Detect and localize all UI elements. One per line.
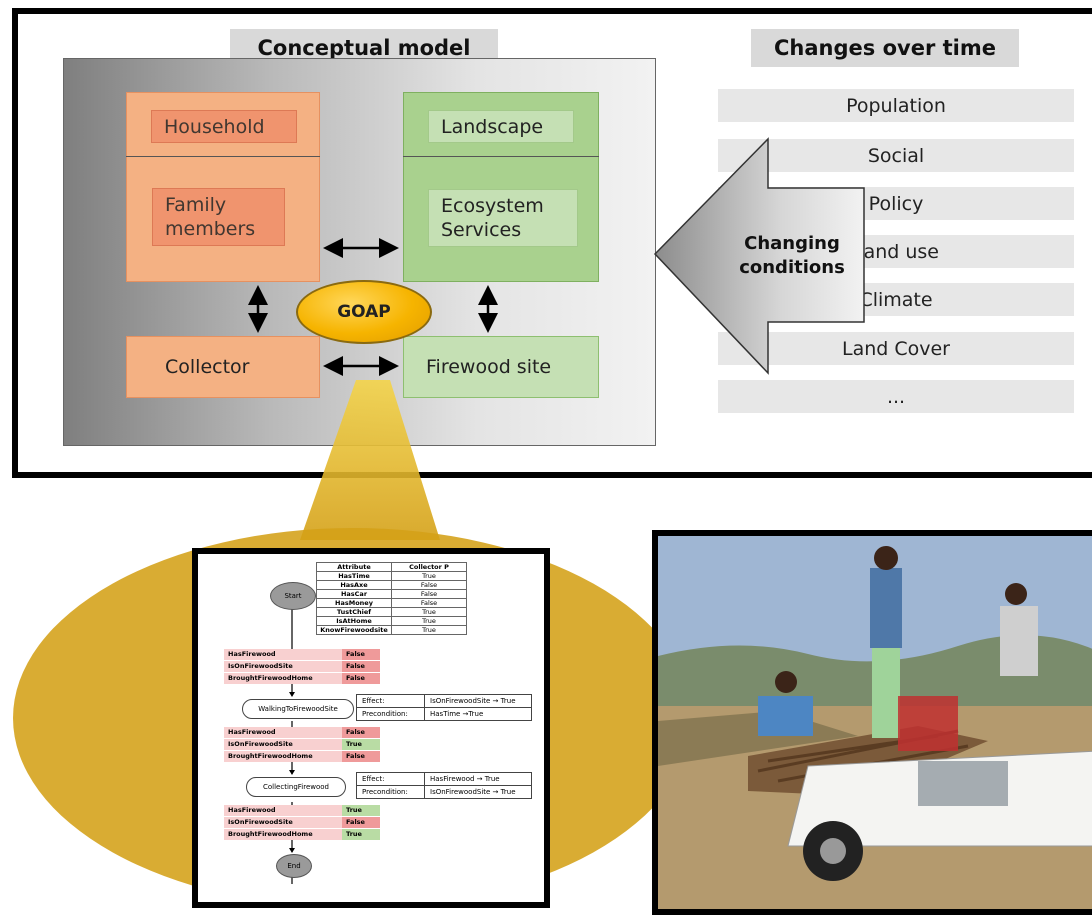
start-node: Start (270, 582, 316, 610)
precondition-value: IsOnFirewoodSite → True (430, 788, 516, 796)
landscape-label: Landscape (428, 110, 574, 143)
state-value: False (342, 817, 380, 828)
precondition-label: Precondition: (357, 786, 425, 798)
change-item-land-cover: Land Cover (718, 332, 1074, 365)
action2-rules: Effect: HasFirewood → True Precondition: I… (356, 772, 532, 799)
effect-value: HasFirewood → True (430, 775, 500, 783)
action1-rules: Effect: IsOnFirewoodSite → True Precondit… (356, 694, 532, 721)
change-item-social: Social (718, 139, 1074, 172)
state-key: IsOnFirewoodSite (224, 661, 342, 672)
state-key: BroughtFirewoodHome (224, 673, 342, 684)
action-walking-node: WalkingToFirewoodSite (242, 699, 354, 719)
change-item-more: ... (718, 380, 1074, 413)
firewood-truck-photo (652, 530, 1092, 915)
state-value: True (342, 829, 380, 840)
state-key: IsOnFirewoodSite (224, 817, 342, 828)
action-collecting-node: CollectingFirewood (246, 777, 346, 797)
attribute-value: True (391, 625, 467, 635)
effect-value: IsOnFirewoodSite → True (430, 697, 516, 705)
state-value: False (342, 727, 380, 738)
firewood-site-block: Firewood site (403, 336, 599, 398)
precondition-label: Precondition: (357, 708, 425, 720)
precondition-value: HasTime →True (430, 710, 484, 718)
collector-block: Collector (126, 336, 320, 398)
state-key: IsOnFirewoodSite (224, 739, 342, 750)
changes-over-time-title: Changes over time (751, 29, 1019, 67)
state-value: False (342, 649, 380, 660)
effect-label: Effect: (357, 695, 425, 707)
state-key: BroughtFirewoodHome (224, 829, 342, 840)
family-members-label: Family members (152, 188, 285, 246)
state-value: False (342, 673, 380, 684)
state-key: HasFirewood (224, 805, 342, 816)
changing-conditions-arrow (653, 137, 865, 375)
conceptual-model-title: Conceptual model (230, 29, 498, 67)
household-label: Household (151, 110, 297, 143)
state-value: True (342, 739, 380, 750)
ecosystem-services-label: Ecosystem Services (428, 189, 578, 247)
state-value: False (342, 661, 380, 672)
state-value: True (342, 805, 380, 816)
change-item-population: Population (718, 89, 1074, 122)
household-divider (126, 156, 320, 157)
goap-node: GOAP (296, 280, 432, 344)
photo-illustration (658, 536, 1092, 909)
state-value: False (342, 751, 380, 762)
effect-label: Effect: (357, 773, 425, 785)
landscape-divider (403, 156, 599, 157)
state-key: HasFirewood (224, 727, 342, 738)
changing-conditions-label: Changing conditions (739, 233, 845, 278)
state-key: HasFirewood (224, 649, 342, 660)
state-key: BroughtFirewoodHome (224, 751, 342, 762)
end-node: End (276, 854, 312, 878)
